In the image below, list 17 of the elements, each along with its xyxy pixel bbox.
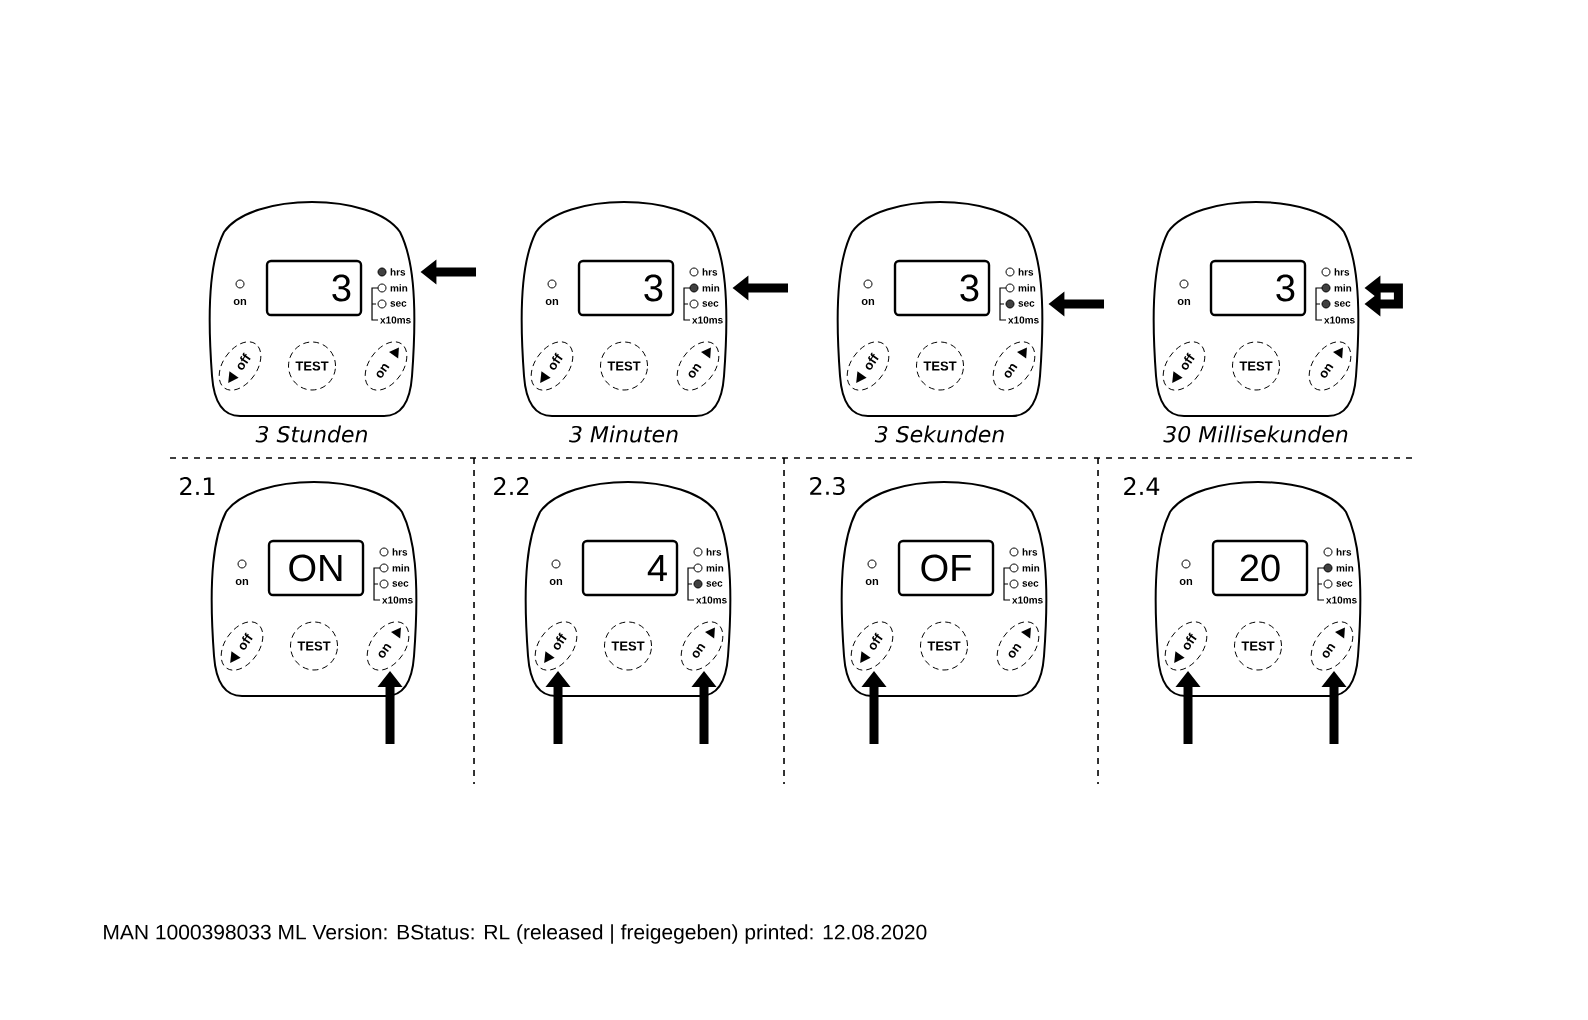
display-screen: 20 xyxy=(1211,539,1309,597)
node-label: 3 Stunden xyxy=(255,425,367,443)
step-number: 2.4 xyxy=(1124,477,1160,495)
step-number: 2.3 xyxy=(810,476,845,496)
display-screen: OF xyxy=(897,539,995,597)
display-screen: 3 xyxy=(265,259,363,317)
display-screen: ON xyxy=(267,539,365,597)
step-number: 2.2 xyxy=(494,477,529,495)
node-label: 30 Millisekunden xyxy=(1163,425,1348,443)
node-label: 3 Minuten xyxy=(569,425,678,443)
display-screen: 3 xyxy=(577,259,675,317)
step-number: 2.1 xyxy=(180,477,215,495)
display-screen: 3 xyxy=(1209,259,1307,317)
display-screen: 4 xyxy=(581,539,679,597)
display-screen: 3 xyxy=(893,259,991,317)
footer-text: MAN 1000398033 ML Version: BStatus: RL (released | freigegeben) printed: 12.08.2020 xyxy=(104,924,927,944)
node-label: 3 Sekunden xyxy=(874,425,1004,443)
